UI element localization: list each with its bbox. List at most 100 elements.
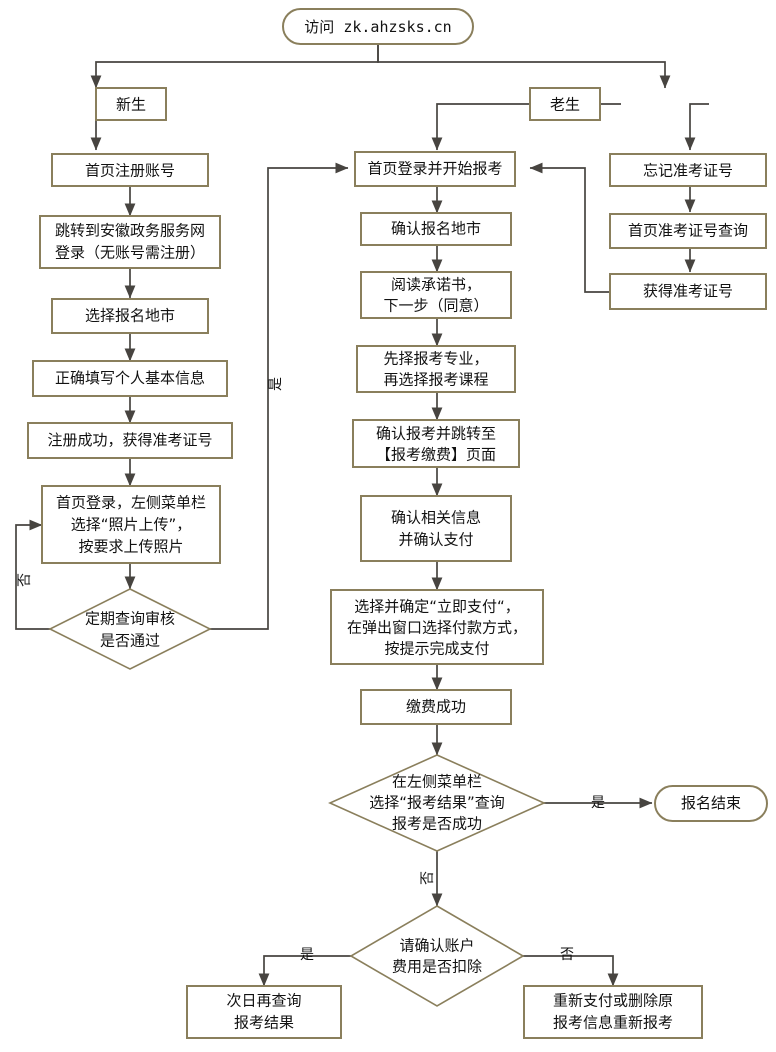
jump-govservice-line1: 跳转到安徽政务服务网 (55, 222, 205, 240)
node-payment-success[interactable]: 缴费成功 (360, 689, 512, 725)
edge-old-to-r1 (684, 103, 709, 151)
edge-r3-to-m1 (529, 162, 610, 293)
confirm-info-pay-shape (360, 495, 512, 562)
node-login-start-apply[interactable]: 首页登录并开始报考 (354, 151, 516, 187)
node-fill-personal-info[interactable]: 正确填写个人基本信息 (32, 360, 228, 397)
decision-audit-shape (48, 588, 212, 670)
decision-apply-result-line3: 报考是否成功 (392, 815, 482, 833)
choose-major-courses-line2: 再选择报考课程 (383, 371, 488, 389)
got-ticket-number-shape (609, 273, 767, 310)
node-choose-major-courses[interactable]: 先择报考专业， 再选择报考课程 (356, 345, 516, 393)
confirm-city-shape (360, 212, 512, 246)
login-start-apply-shape (354, 151, 516, 187)
edge-d1-no-loop (15, 519, 50, 630)
decision-apply-result-line1: 在左侧菜单栏 (392, 773, 482, 791)
select-city-shape (51, 298, 209, 334)
forgot-ticket-number-shape (609, 153, 767, 187)
node-query-next-day[interactable]: 次日再查询 报考结果 (186, 985, 342, 1039)
jump-govservice-shape (39, 215, 221, 269)
node-start[interactable]: 访问 zk.ahzsks.cn (282, 8, 474, 45)
decision-fee-deducted-line2: 费用是否扣除 (392, 958, 482, 976)
decision-audit-line2: 是否通过 (100, 632, 160, 650)
node-decision-apply-result[interactable]: 在左侧菜单栏 选择“报考结果”查询 报考是否成功 (328, 754, 546, 852)
register-account-label: 首页注册账号 (85, 162, 175, 180)
node-pay-now[interactable]: 选择并确定“立即支付“， 在弹出窗口选择付款方式， 按提示完成支付 (330, 589, 544, 665)
node-confirm-city[interactable]: 确认报名地市 (360, 212, 512, 246)
old-student-label: 老生 (550, 96, 580, 114)
upload-photo-line2: 选择“照片上传”， (71, 516, 192, 534)
node-decision-fee-deducted[interactable]: 请确认账户 费用是否扣除 (349, 905, 525, 1007)
confirm-info-pay-line2: 并确认支付 (398, 531, 473, 549)
forgot-ticket-number-label: 忘记准考证号 (643, 162, 733, 180)
decision-fee-deducted-line1: 请确认账户 (399, 937, 474, 955)
edge-label-d2-no: 否 (420, 871, 436, 885)
node-register-account[interactable]: 首页注册账号 (51, 153, 209, 187)
node-jump-govservice[interactable]: 跳转到安徽政务服务网 登录（无账号需注册） (39, 215, 221, 269)
edge-label-d3-no: 否 (560, 947, 574, 963)
fill-personal-info-label: 正确填写个人基本信息 (55, 369, 205, 387)
decision-audit-line1: 定期查询审核 (85, 610, 175, 628)
confirm-jump-payment-line1: 确认报考并跳转至 (376, 425, 496, 443)
got-ticket-number-label: 获得准考证号 (643, 282, 733, 300)
pay-now-line3: 按提示完成支付 (384, 640, 489, 658)
node-upload-photo[interactable]: 首页登录，左侧菜单栏 选择“照片上传”， 按要求上传照片 (41, 485, 221, 564)
query-ticket-number-shape (609, 213, 767, 249)
edge-start-to-old-student (377, 44, 671, 89)
pay-now-shape (330, 589, 544, 665)
upload-photo-line1: 首页登录，左侧菜单栏 (56, 494, 206, 512)
node-read-commitment[interactable]: 阅读承诺书， 下一步（同意） (360, 271, 512, 319)
confirm-city-label: 确认报名地市 (391, 220, 481, 238)
edge-label-d2-yes: 是 (591, 795, 605, 811)
node-forgot-ticket-number[interactable]: 忘记准考证号 (609, 153, 767, 187)
repay-or-delete-line2: 报考信息重新报考 (553, 1014, 673, 1032)
edge-d1-yes-to-m1 (210, 162, 349, 630)
register-account-shape (51, 153, 209, 187)
node-register-success[interactable]: 注册成功，获得准考证号 (27, 422, 233, 459)
node-old-student[interactable]: 老生 (529, 87, 601, 121)
register-success-label: 注册成功，获得准考证号 (47, 431, 212, 449)
edge-d3-no-to-right-box (523, 955, 619, 987)
decision-apply-result-shape (328, 754, 546, 852)
fill-personal-info-shape (32, 360, 228, 397)
start-shape (282, 8, 474, 45)
node-new-student[interactable]: 新生 (95, 87, 167, 121)
edge-labels: 是 否 是 否 是 否 (17, 377, 605, 963)
confirm-jump-payment-shape (352, 419, 520, 468)
login-start-apply-label: 首页登录并开始报考 (367, 160, 502, 178)
choose-major-courses-shape (356, 345, 516, 393)
query-next-day-shape (186, 985, 342, 1039)
repay-or-delete-shape (523, 985, 703, 1039)
node-query-ticket-number[interactable]: 首页准考证号查询 (609, 213, 767, 249)
node-confirm-jump-payment[interactable]: 确认报考并跳转至 【报考缴费】页面 (352, 419, 520, 468)
edge-d3-yes-to-left-box (258, 955, 351, 987)
node-confirm-info-pay[interactable]: 确认相关信息 并确认支付 (360, 495, 512, 562)
query-ticket-number-label: 首页准考证号查询 (628, 222, 748, 240)
end-shape (654, 785, 768, 822)
read-commitment-shape (360, 271, 512, 319)
new-student-shape (95, 87, 167, 121)
pay-now-line1: 选择并确定“立即支付“， (354, 598, 520, 616)
node-got-ticket-number[interactable]: 获得准考证号 (609, 273, 767, 310)
node-decision-audit[interactable]: 定期查询审核 是否通过 (48, 588, 212, 670)
select-city-label: 选择报名地市 (85, 307, 175, 325)
register-success-shape (27, 422, 233, 459)
edge-start-to-new-student (90, 44, 379, 89)
edge-label-d1-no: 否 (17, 573, 33, 587)
upload-photo-line3: 按要求上传照片 (78, 538, 183, 556)
decision-apply-result-line2: 选择“报考结果”查询 (369, 794, 505, 812)
node-end[interactable]: 报名结束 (654, 785, 768, 822)
payment-success-label: 缴费成功 (406, 698, 466, 716)
payment-success-shape (360, 689, 512, 725)
query-next-day-line1: 次日再查询 (226, 992, 301, 1010)
query-next-day-line2: 报考结果 (234, 1014, 294, 1032)
node-select-city[interactable]: 选择报名地市 (51, 298, 209, 334)
repay-or-delete-line1: 重新支付或删除原 (553, 992, 673, 1010)
old-student-shape (529, 87, 601, 121)
upload-photo-shape (41, 485, 221, 564)
node-repay-or-delete[interactable]: 重新支付或删除原 报考信息重新报考 (523, 985, 703, 1039)
decision-fee-deducted-shape (349, 905, 525, 1007)
read-commitment-line1: 阅读承诺书， (391, 276, 481, 294)
choose-major-courses-line1: 先择报考专业， (383, 350, 488, 368)
start-label: 访问 zk.ahzsks.cn (304, 18, 451, 36)
